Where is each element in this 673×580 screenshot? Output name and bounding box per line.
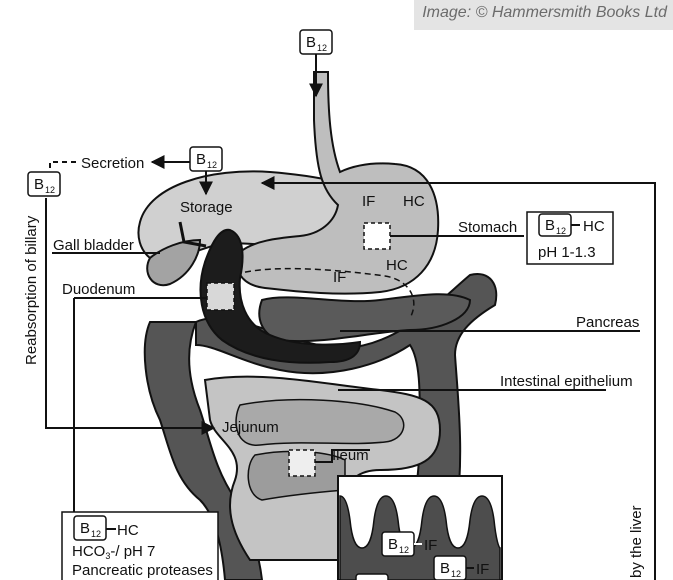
stomach-if-label: IF [362,193,375,210]
jejunum-loop [235,398,405,446]
svg-text:12: 12 [45,185,55,195]
storage-label: Storage [180,199,233,216]
stomach-info-box: B 12 HC pH 1-1.3 [526,211,614,265]
stomach-box-ph: pH 1-1.3 [538,244,596,261]
stomach-hc-lower-label: HC [386,257,408,274]
svg-text:B: B [440,560,450,577]
svg-text:12: 12 [91,529,101,539]
svg-text:12: 12 [399,545,409,555]
pancreas-box-proteases: Pancreatic proteases [72,562,213,579]
svg-text:B: B [196,151,206,168]
intestinal-epithelium-label: Intestinal epithelium [500,373,633,390]
stomach-box-b12: B [545,217,555,234]
stomach-hc-label: HC [403,193,425,210]
ileum-label: Ileum [332,447,369,464]
svg-text:12: 12 [317,43,327,53]
b12-tag-liver: B 12 [189,146,223,172]
svg-text:B: B [306,34,316,51]
duodenum-if-label: IF [333,269,346,286]
stomach-box-hc: HC [583,218,605,235]
pancreas-box-hco3: HCO3-/ pH 7 [72,543,155,561]
pancreas-label: Pancreas [576,314,639,331]
b12-if-complex-2: B 12 IF [433,555,489,580]
secretion-dashed-line [49,161,76,170]
pancreas-box-b12: B [80,520,90,537]
b12-tag-top: B 12 [299,29,333,55]
jejunum-label: Jejunum [222,419,279,436]
stomach-marker-box [363,222,391,250]
svg-text:IF: IF [424,537,437,554]
duodenum-label: Duodenum [62,281,135,298]
b12-if-complex-3 [355,573,389,580]
ileum-leader [315,449,370,463]
by-liver-label: by the liver [628,505,645,578]
svg-text:12: 12 [451,569,461,579]
bile-duct [178,221,207,248]
gall-bladder-organ [146,238,202,287]
duodenum-marker-box [206,282,235,311]
stomach-dashed-outline [225,267,415,319]
ileum-marker-box [288,449,316,477]
pancreas-box-hc: HC [117,522,139,539]
b12-tag-reabsorption: B 12 [27,171,61,197]
reabsorption-line [45,198,216,435]
svg-text:B: B [34,176,44,193]
b12-if-complex-1: B 12 IF [381,531,437,557]
svg-text:IF: IF [476,561,489,578]
image-credit: Image: © Hammersmith Books Ltd [414,0,673,30]
svg-text:12: 12 [207,160,217,170]
liver-return-line [260,176,656,580]
stomach-label: Stomach [458,219,517,236]
pancreatic-info-box: B 12 HC HCO3-/ pH 7 Pancreatic proteases [61,511,219,580]
duodenum-organ [199,228,362,364]
secretion-label: Secretion [81,155,144,172]
gall-bladder-label: Gall bladder [53,237,134,254]
duodenum-leader [73,297,207,514]
svg-text:B: B [388,536,398,553]
reabsorption-label: Reabsorption of billary [23,215,40,365]
svg-text:12: 12 [556,226,566,236]
